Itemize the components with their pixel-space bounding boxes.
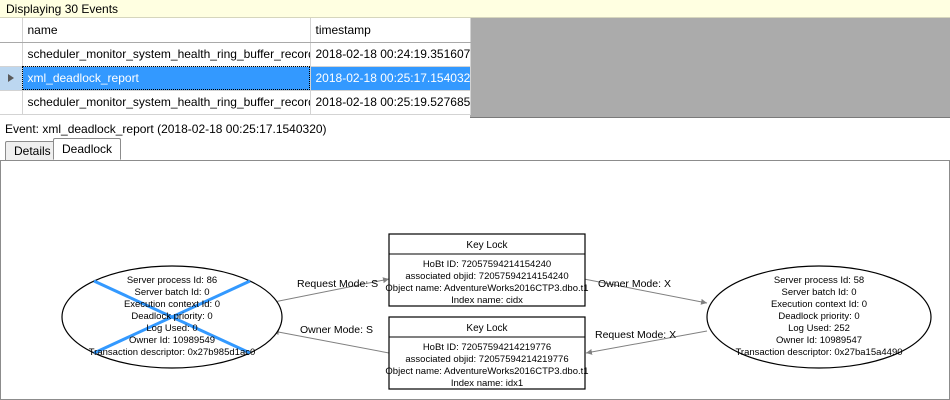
key-lock-bottom-line-1: associated objid: 72057594214219776 <box>405 354 568 365</box>
key-lock-bottom-line-3: Index name: idx1 <box>451 378 523 389</box>
key-lock-top-line-2: Object name: AdventureWorks2016CTP3.dbo.… <box>385 283 588 294</box>
edge-right-owner: Owner Mode: X <box>583 278 708 305</box>
process-left-line-5: Owner Id: 10989549 <box>129 335 215 346</box>
resource-node-key-lock-top[interactable]: Key Lock HoBt ID: 72057594214154240 asso… <box>385 233 589 307</box>
tab-deadlock[interactable]: Deadlock <box>53 138 122 160</box>
key-lock-top-title: Key Lock <box>466 240 508 251</box>
event-header-label: Event: xml_deadlock_report (2018-02-18 0… <box>5 122 327 136</box>
process-right-line-3: Deadlock priority: 0 <box>778 311 859 322</box>
cell-timestamp[interactable]: 2018-02-18 00:25:17.1540320 <box>310 66 471 91</box>
process-left-line-2: Execution context Id: 0 <box>124 299 220 310</box>
cell-name[interactable]: scheduler_monitor_system_health_ring_buf… <box>22 90 311 115</box>
key-lock-bottom-line-2: Object name: AdventureWorks2016CTP3.dbo.… <box>385 366 588 377</box>
event-header: Event: xml_deadlock_report (2018-02-18 0… <box>0 119 950 139</box>
tab-strip: Details Deadlock <box>0 138 950 161</box>
process-left-line-1: Server batch Id: 0 <box>135 287 210 298</box>
grid-header-row: name timestamp <box>0 18 471 43</box>
edge-left-owner: Owner Mode: S <box>272 324 390 354</box>
edge-right-request-label: Request Mode: X <box>595 329 676 341</box>
resource-node-key-lock-bottom[interactable]: Key Lock HoBt ID: 72057594214219776 asso… <box>385 316 589 390</box>
displaying-events-label: Displaying 30 Events <box>6 1 119 16</box>
process-left-line-0: Server process Id: 86 <box>127 275 217 286</box>
cell-timestamp[interactable]: 2018-02-18 00:25:19.5276859 <box>310 90 471 115</box>
row-selector-cell[interactable] <box>0 90 23 115</box>
edge-left-owner-label: Owner Mode: S <box>300 324 373 336</box>
process-right-line-0: Server process Id: 58 <box>774 275 864 286</box>
key-lock-bottom-title: Key Lock <box>466 323 508 334</box>
events-grid[interactable]: name timestamp scheduler_monitor_system_… <box>0 18 471 118</box>
column-header-timestamp[interactable]: timestamp <box>310 18 471 43</box>
row-selector-cell[interactable] <box>0 66 23 91</box>
key-lock-bottom-line-0: HoBt ID: 72057594214219776 <box>423 342 551 353</box>
process-right-line-4: Log Used: 252 <box>788 323 850 334</box>
process-left-line-3: Deadlock priority: 0 <box>131 311 212 322</box>
tab-details[interactable]: Details <box>5 141 60 160</box>
table-row[interactable]: scheduler_monitor_system_health_ring_buf… <box>0 42 471 67</box>
cell-timestamp[interactable]: 2018-02-18 00:24:19.3516078 <box>310 42 471 67</box>
edge-right-request: Request Mode: X <box>585 329 708 355</box>
column-header-selector <box>0 18 23 43</box>
process-right-line-2: Execution context Id: 0 <box>771 299 867 310</box>
displaying-events-banner: Displaying 30 Events <box>0 0 950 18</box>
process-right-line-6: Transaction descriptor: 0x27ba15a4490 <box>735 347 902 358</box>
process-left-line-6: Transaction descriptor: 0x27b985d1ac0 <box>89 347 256 358</box>
table-row[interactable]: xml_deadlock_report 2018-02-18 00:25:17.… <box>0 66 471 91</box>
process-node-right[interactable]: Server process Id: 58 Server batch Id: 0… <box>706 265 932 369</box>
process-node-left[interactable]: Server process Id: 86 Server batch Id: 0… <box>61 265 283 369</box>
key-lock-top-line-1: associated objid: 72057594214154240 <box>405 271 568 282</box>
edge-left-request-label: Request Mode: S <box>297 278 378 290</box>
edge-right-owner-label: Owner Mode: X <box>598 278 671 290</box>
current-row-arrow-icon <box>7 74 14 82</box>
key-lock-top-line-3: Index name: cidx <box>451 295 523 306</box>
events-grid-area: name timestamp scheduler_monitor_system_… <box>0 18 950 118</box>
process-right-line-5: Owner Id: 10989547 <box>776 335 862 346</box>
row-selector-cell[interactable] <box>0 42 23 67</box>
column-header-name[interactable]: name <box>22 18 311 43</box>
key-lock-top-line-0: HoBt ID: 72057594214154240 <box>423 259 551 270</box>
process-right-line-1: Server batch Id: 0 <box>782 287 857 298</box>
table-row[interactable]: scheduler_monitor_system_health_ring_buf… <box>0 90 471 115</box>
tab-deadlock-label: Deadlock <box>62 142 113 156</box>
tab-details-label: Details <box>14 144 51 158</box>
victim-cross-icon <box>93 279 251 355</box>
process-left-line-4: Log Used: 0 <box>146 323 197 334</box>
cell-name[interactable]: xml_deadlock_report <box>22 66 311 91</box>
edge-left-request: Request Mode: S <box>268 277 390 304</box>
cell-name[interactable]: scheduler_monitor_system_health_ring_buf… <box>22 42 311 67</box>
deadlock-graph-canvas[interactable]: Request Mode: S Owner Mode: X Owner Mode… <box>0 161 950 400</box>
